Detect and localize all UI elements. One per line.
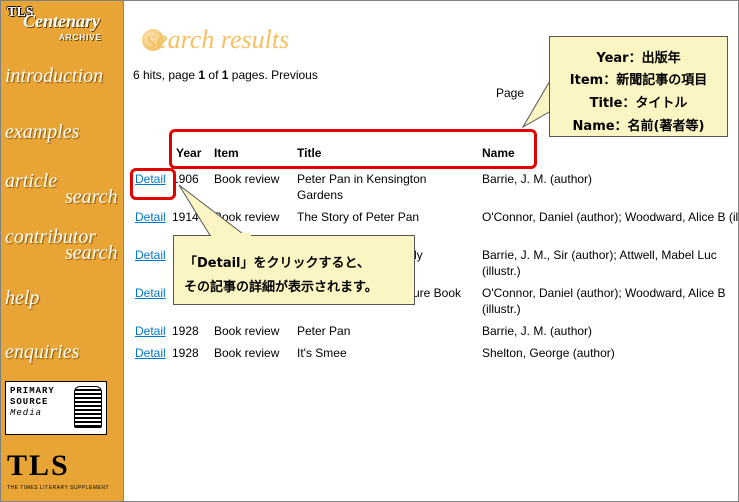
callout-detail-tail [178,184,249,238]
logo-tls-text: TLS [7,5,34,20]
hits-summary: 6 hits, page 1 of 1 pages. Previous [133,68,318,82]
tls-logo: TLS [7,449,70,482]
detail-link[interactable]: Detail [135,248,166,262]
tls-centenary-logo[interactable]: TLS Centenary ARCHIVE [5,5,119,45]
col-header-year: Year [176,146,202,160]
callout-year: Year：出版年 [596,51,681,66]
detail-highlight-box [130,168,176,200]
row-name: O'Connor, Daniel (author); Woodward, Ali… [482,286,726,316]
row-year: 1928 [172,324,199,338]
nav-contributor-search[interactable]: contributor search [3,226,118,264]
logo-archive-text: ARCHIVE [59,33,103,42]
callout-detail: 「Detail」をクリックすると、 その記事の詳細が表示されます。 [173,235,415,305]
col-header-title: Title [297,146,322,160]
row-title: It's Smee [297,346,347,360]
page-title-text: search results [146,25,290,54]
psm-text: PRIMARY SOURCE Media [10,386,55,419]
psm-line-2: SOURCE [10,397,49,407]
previous-link[interactable]: Previous [271,68,318,82]
nav-help[interactable]: help [3,287,40,311]
callout-columns: Year：出版年 Item：新聞記事の項目 Title：タイトル Name：名前… [549,36,728,137]
row-title: The Story of Peter Pan [297,210,420,224]
row-name: Barrie, J. M., Sir (author); Attwell, Ma… [482,248,717,278]
hits-prefix: 6 hits, page [133,68,199,82]
logo-centenary-text: Centenary [23,11,101,31]
row-item: Book review [214,346,280,360]
row-name: Shelton, George (author) [482,346,615,360]
detail-link[interactable]: Detail [135,172,166,186]
nav-contributor-search-label-2: search [65,242,118,264]
row-title: Peter Pan [297,324,351,338]
row-title: Peter Pan in Kensington Gardens [297,172,427,202]
primary-source-media-logo[interactable]: PRIMARY SOURCE Media [5,381,107,435]
psm-line-3: Media [10,408,43,418]
hits-mid: of [205,68,222,82]
hits-suffix: pages. [228,68,272,82]
nav-introduction-label: introduction [5,65,104,87]
sidebar: TLS Centenary ARCHIVE introduction examp… [1,1,124,501]
nav-examples[interactable]: examples [3,121,80,145]
psm-globe-icon [74,386,102,428]
callout-item: Item：新聞記事の項目 [569,73,708,88]
row-name: Barrie, J. M. (author) [482,324,593,338]
nav-enquiries[interactable]: enquiries [3,341,80,365]
callout-detail-line-2: その記事の詳細が表示されます。 [184,280,378,295]
col-header-name: Name [482,146,515,160]
nav-article-search[interactable]: article search [3,170,118,208]
detail-link[interactable]: Detail [135,346,166,360]
hits-page: 1 [198,68,206,82]
nav-article-search-label-2: search [65,186,118,208]
row-year: 1928 [172,346,199,360]
row-item: Book review [214,210,280,224]
detail-link[interactable]: Detail [135,324,166,338]
tls-logo-subtitle: THE TIMES LITERARY SUPPLEMENT [7,485,110,491]
hits-total: 1 [221,68,229,82]
header-highlight-box [169,129,537,169]
row-item: Book review [214,324,280,338]
page-title: search results [142,25,290,55]
callout-name: Name：名前(著者等) [572,119,705,134]
col-header-item: Item [214,146,239,160]
callout-tail-joint [211,233,251,237]
row-year: 1914 [172,210,199,224]
callout-detail-line-1: 「Detail」をクリックすると、 [184,256,370,271]
nav-contributor-search-label-1: contributor [5,226,97,248]
callout-title: Title：タイトル [589,96,688,111]
detail-link[interactable]: Detail [135,286,166,300]
row-year: 1906 [172,172,199,186]
row-title: ure Book [413,286,462,300]
row-name-text: O'Connor, Daniel (author); Woodward, Ali… [482,210,739,224]
nav-help-label: help [5,287,40,309]
psm-line-1: PRIMARY [10,386,55,396]
nav-article-search-label-1: article [5,170,58,192]
nav-introduction[interactable]: introduction [3,65,104,89]
row-item: Book review [214,172,280,186]
sidebar-divider [123,1,124,501]
detail-link[interactable]: Detail [135,210,166,224]
nav-examples-label: examples [5,121,80,143]
page-label: Page [496,86,525,100]
row-name: Barrie, J. M. (author) [482,172,593,186]
nav-enquiries-label: enquiries [5,341,80,363]
row-name: O'Connor, Daniel (author); Woodward, Ali… [482,209,739,225]
